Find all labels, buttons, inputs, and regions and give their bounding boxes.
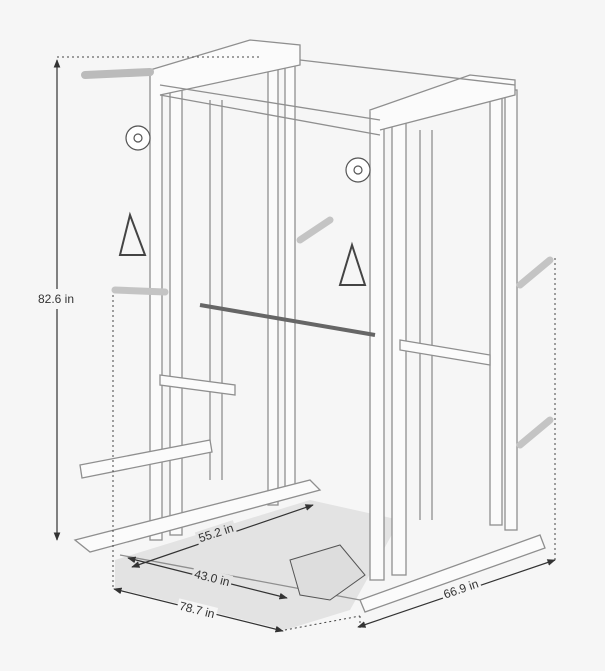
height-label: 82.6 in	[35, 289, 77, 309]
barbell	[199, 303, 376, 337]
cable-handle-icon	[118, 211, 367, 286]
pulley-icon	[125, 125, 371, 183]
